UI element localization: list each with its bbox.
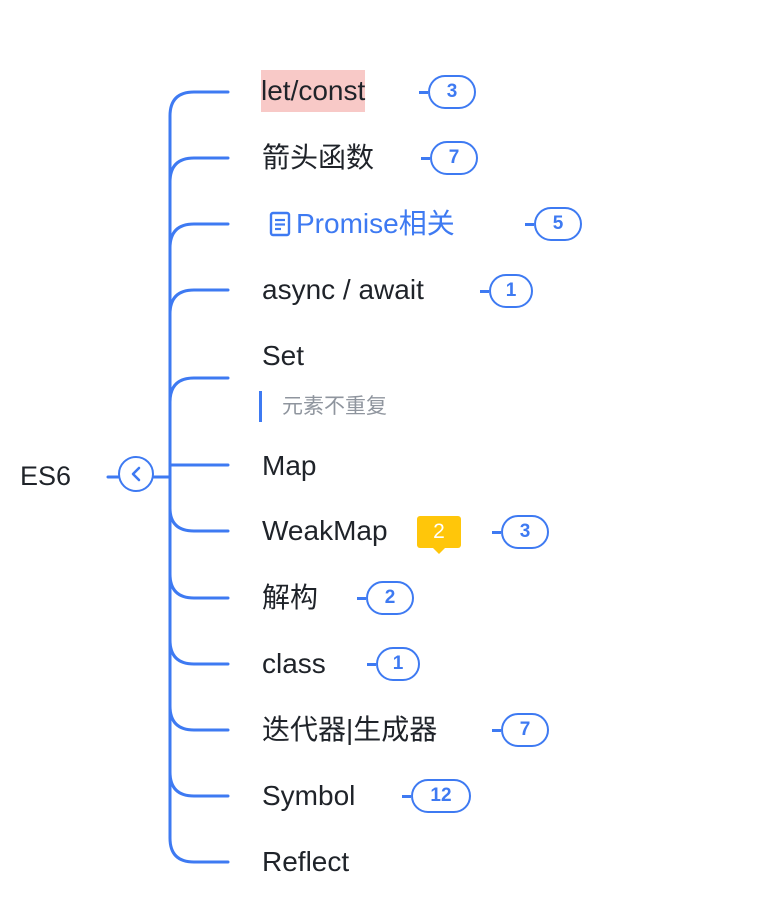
connector-symbol [168, 770, 230, 798]
child-count-badge[interactable]: 3 [419, 75, 476, 109]
child-count-badge[interactable]: 5 [525, 207, 582, 241]
comment-count-badge[interactable]: 2 [417, 516, 461, 554]
connector-async-await [168, 288, 230, 316]
connector-promise [168, 222, 230, 250]
child-count-badge[interactable]: 12 [402, 779, 471, 813]
connector-arrow-functions [168, 156, 230, 184]
root-node-label[interactable]: ES6 [20, 461, 72, 491]
connector-weakmap [168, 475, 230, 533]
child-count-badge[interactable]: 7 [492, 713, 549, 747]
node-promise[interactable]: Promise相关 [268, 207, 455, 241]
child-count-badge[interactable]: 1 [367, 647, 420, 681]
child-count-badge[interactable]: 7 [421, 141, 478, 175]
connector-let-const [168, 90, 230, 479]
connector-set [168, 376, 230, 404]
child-count-badge[interactable]: 2 [357, 581, 414, 615]
child-count-badge[interactable]: 3 [492, 515, 549, 549]
child-count-badge[interactable]: 1 [480, 274, 533, 308]
connector-iterator [168, 704, 230, 732]
node-arrow-functions[interactable]: 箭头函数 [262, 142, 375, 173]
connector-destructuring [168, 475, 230, 600]
document-icon [269, 211, 291, 237]
node-let-const[interactable]: let/const [261, 70, 366, 112]
node-set-note: 元素不重复 [282, 395, 387, 418]
node-map[interactable]: Map [262, 450, 317, 481]
node-async-await[interactable]: async / await [262, 274, 424, 305]
node-reflect[interactable]: Reflect [262, 846, 350, 877]
node-promise-label: Promise相关 [296, 208, 455, 239]
node-symbol[interactable]: Symbol [262, 780, 356, 811]
connector-class [168, 638, 230, 666]
collapse-button[interactable] [118, 456, 154, 492]
node-set[interactable]: Set [262, 340, 305, 371]
node-class[interactable]: class [262, 648, 326, 679]
node-weakmap[interactable]: WeakMap [262, 515, 388, 546]
note-bar [259, 391, 262, 422]
node-iterator-generator[interactable]: 迭代器|生成器 [262, 714, 438, 745]
chevron-left-icon [131, 466, 141, 482]
connector-reflect [168, 475, 230, 864]
node-destructuring[interactable]: 解构 [262, 582, 319, 613]
